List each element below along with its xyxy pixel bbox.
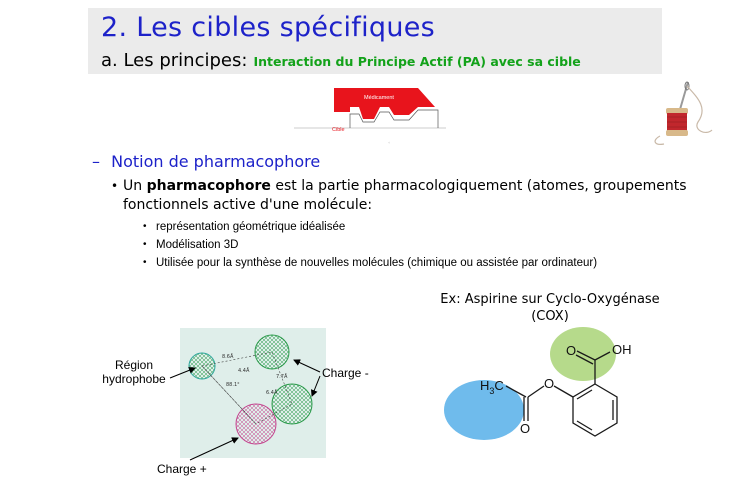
slide-title: 2. Les cibles spécifiques [101, 12, 436, 43]
pharmacophore-model-figure: 8.6Å 7.7Å 6.4Å 88.1° 4.4Å [180, 328, 326, 458]
distance-label: 8.6Å [222, 353, 234, 360]
section-label: a. Les principes: [101, 50, 248, 71]
target-label: Cible [332, 127, 345, 133]
drug-label: Médicament [364, 95, 394, 101]
atom-oh: OH [612, 342, 632, 357]
arrow-charge-minus-2 [310, 375, 321, 397]
section-subtitle: Interaction du Principe Actif (PA) avec … [253, 54, 581, 69]
target-shape [349, 109, 439, 128]
arrow-hydrophobe [169, 366, 196, 379]
section-heading: a. Les principes: Interaction du Principe… [101, 50, 581, 71]
list-item: •représentation géométrique idéalisée [143, 221, 346, 233]
acetyl-group-highlight [444, 380, 524, 440]
distance-label: 4.4Å [238, 367, 250, 374]
distance-label: 6.4Å [266, 389, 278, 396]
charge-plus-label: Charge + [157, 462, 207, 476]
notion-heading: – Notion de pharmacophore [92, 152, 320, 171]
angle-label: 88.1° [226, 382, 240, 388]
notion-heading-text: Notion de pharmacophore [111, 152, 321, 171]
needle-thread-icon [654, 81, 713, 145]
charge-minus-sphere-1 [254, 334, 290, 370]
aspirin-structure: O OH O O H3C [444, 327, 632, 440]
definition-paragraph: • Un pharmacophore est la partie pharmac… [111, 177, 721, 215]
arrow-charge-minus-1 [293, 359, 321, 373]
notion-dash: – [92, 152, 100, 171]
definition-text: Un pharmacophore est la partie pharmacol… [123, 177, 721, 215]
definition-bullet: • [111, 179, 119, 193]
definition-term: pharmacophore [146, 178, 271, 194]
atom-o-acetyl: O [520, 421, 530, 436]
pharmacophore-sublist: •représentation géométrique idéalisée •M… [143, 218, 597, 272]
region-hydrophobe-label: Région hydrophobe [102, 358, 166, 386]
drug-target-figure: Médicament Cible ◦ [294, 88, 446, 145]
charge-minus-label: Charge - [322, 366, 369, 380]
aspirin-caption-line1: Ex: Aspirine sur Cyclo-Oxygénase [440, 292, 660, 307]
aspirin-caption-line2: (COX) [531, 309, 569, 324]
definition-post: est la partie pharmacologiquement (atome… [123, 178, 687, 213]
drug-shape [334, 88, 435, 119]
aspirin-bonds [505, 350, 618, 437]
title-band [88, 8, 662, 74]
methyl-group: H3C [480, 378, 504, 396]
target-mark: ◦ [388, 140, 390, 145]
arrow-charge-plus [189, 437, 239, 461]
list-item: •Modélisation 3D [143, 239, 239, 251]
distance-label: 7.7Å [276, 373, 288, 380]
atom-o-ester: O [544, 376, 554, 391]
definition-pre: Un [123, 178, 147, 194]
charge-minus-sphere-2 [271, 383, 313, 425]
atom-o-carbonyl: O [566, 343, 576, 358]
list-item: •Utilisée pour la synthèse de nouvelles … [143, 257, 598, 269]
aspirin-caption: Ex: Aspirine sur Cyclo-Oxygénase (COX) [400, 291, 700, 325]
